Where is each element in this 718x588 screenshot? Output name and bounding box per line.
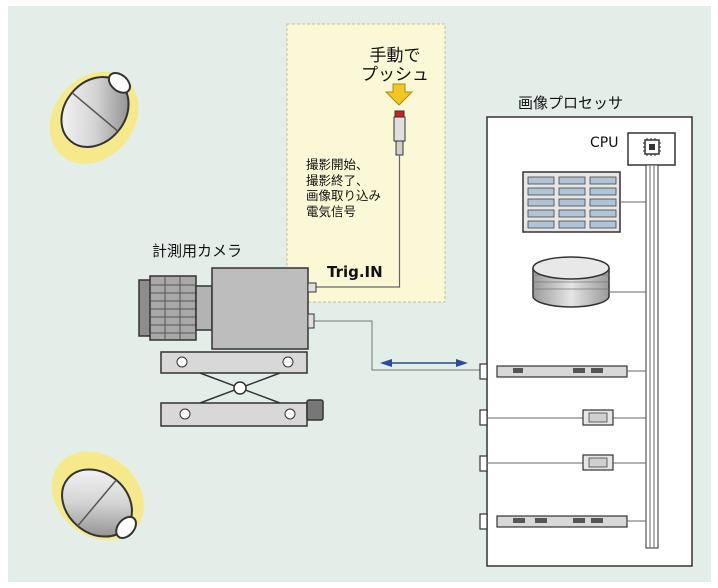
hard-disk-icon — [532, 256, 610, 308]
slot-port — [479, 455, 488, 472]
stand-pivot — [233, 381, 247, 395]
slot-port — [479, 409, 488, 426]
light-lamp-icon — [51, 451, 144, 541]
link-arrow-left-head — [380, 359, 392, 367]
push-arrow — [384, 83, 414, 106]
expansion-slot-icon — [496, 515, 628, 528]
link-arrow-right-head — [456, 359, 468, 367]
manual-push-label: 手動で プッシュ — [361, 46, 429, 85]
cpu-label: CPU — [590, 135, 619, 151]
push-button-plug — [395, 140, 404, 156]
image-processor-label: 画像プロセッサ — [518, 94, 624, 112]
camera-data-cable — [314, 320, 483, 371]
camera-lift-stand — [160, 351, 324, 427]
lamp-cap — [115, 515, 137, 539]
signal-note-text: 撮影開始、 撮影終了、 画像取り込み 電気信号 — [306, 157, 382, 219]
cpu-chip-icon — [643, 138, 661, 156]
camera-trig-port — [307, 282, 317, 293]
system-bus — [645, 164, 659, 549]
camera-lens — [149, 275, 197, 341]
lamp-reflector-line — [77, 479, 117, 527]
data-link-arrow — [380, 359, 468, 367]
slot-port — [479, 363, 488, 380]
stand-top-plate — [160, 351, 308, 374]
push-button-body — [393, 116, 406, 142]
lens-grip-lines — [150, 276, 196, 340]
slot-port — [479, 513, 488, 530]
stand-screw — [176, 356, 188, 368]
camera-lens-mount — [195, 285, 213, 331]
interface-chip-icon — [582, 409, 614, 426]
interface-chip-icon — [582, 454, 614, 471]
camera-label: 計測用カメラ — [152, 242, 243, 260]
lamp-reflector-line — [71, 92, 119, 132]
signal-note-panel — [286, 23, 446, 303]
measurement-camera — [138, 267, 317, 350]
push-button-tip — [394, 110, 405, 118]
light-lamp-icon — [49, 71, 139, 164]
lamp-cap — [107, 72, 131, 94]
camera-data-port — [307, 313, 315, 329]
image-processor — [479, 116, 693, 567]
stand-knob — [306, 399, 324, 421]
memory-module-icon — [522, 171, 621, 233]
trigger-cable — [316, 155, 401, 288]
expansion-slot-icon — [496, 365, 628, 378]
stand-screw — [284, 408, 296, 420]
trig-in-label: Trig.IN — [327, 263, 383, 281]
camera-body — [211, 267, 309, 350]
stand-screw — [179, 408, 191, 420]
stand-screw — [282, 356, 294, 368]
